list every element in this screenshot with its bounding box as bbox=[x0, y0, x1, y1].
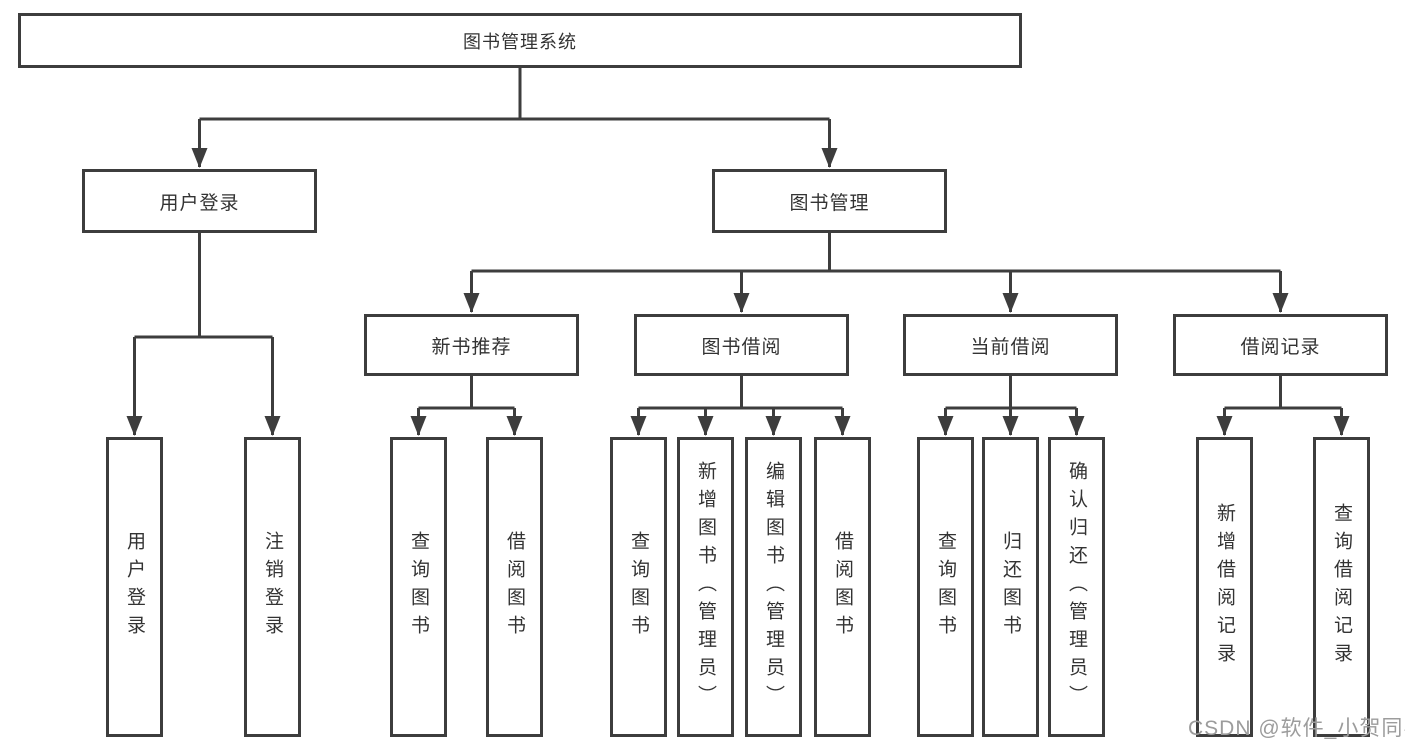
connector-new-book-recommend-to-leaves bbox=[410, 376, 523, 436]
leaf-borrow-add-books-admin: 新增图书（管理员） bbox=[677, 437, 734, 737]
leaf-logout: 注销登录 bbox=[244, 437, 301, 737]
node-user-login-label: 用户登录 bbox=[159, 192, 240, 214]
connector-current-borrowing-to-leaves bbox=[937, 376, 1085, 436]
node-new-book-recommend-label: 新书推荐 bbox=[431, 336, 512, 358]
leaf-borrow-query-books: 查询图书 bbox=[610, 437, 667, 737]
csdn-watermark: CSDN @软件_小贺同学 bbox=[1188, 717, 1405, 740]
connector-borrow-records-to-leaves bbox=[1216, 376, 1350, 436]
node-book-management-label: 图书管理 bbox=[789, 192, 870, 214]
node-borrow-records: 借阅记录 bbox=[1173, 314, 1388, 376]
leaf-newbook-query-books: 查询图书 bbox=[390, 437, 447, 737]
leaf-records-query-record: 查询借阅记录 bbox=[1313, 437, 1370, 737]
leaf-newbook-borrow-books: 借阅图书 bbox=[486, 437, 543, 737]
node-book-borrowing: 图书借阅 bbox=[634, 314, 849, 376]
connector-root-to-level2 bbox=[191, 68, 838, 168]
connector-user-login-to-leaves bbox=[126, 233, 281, 436]
connector-book-management-to-level3 bbox=[463, 233, 1289, 313]
node-library-system-label: 图书管理系统 bbox=[463, 31, 577, 52]
leaf-records-add-record: 新增借阅记录 bbox=[1196, 437, 1253, 737]
node-current-borrowing-label: 当前借阅 bbox=[970, 336, 1051, 358]
leaf-borrow-borrow-books: 借阅图书 bbox=[814, 437, 871, 737]
node-current-borrowing: 当前借阅 bbox=[903, 314, 1118, 376]
leaf-current-confirm-return-admin: 确认归还（管理员） bbox=[1048, 437, 1105, 737]
leaf-borrow-edit-books-admin: 编辑图书（管理员） bbox=[745, 437, 802, 737]
node-new-book-recommend: 新书推荐 bbox=[364, 314, 579, 376]
node-library-system: 图书管理系统 bbox=[18, 13, 1022, 68]
node-book-management: 图书管理 bbox=[712, 169, 947, 233]
leaf-current-return-books: 归还图书 bbox=[982, 437, 1039, 737]
node-book-borrowing-label: 图书借阅 bbox=[701, 336, 782, 358]
leaf-current-query-books: 查询图书 bbox=[917, 437, 974, 737]
node-user-login: 用户登录 bbox=[82, 169, 317, 233]
node-borrow-records-label: 借阅记录 bbox=[1240, 336, 1321, 358]
leaf-user-login: 用户登录 bbox=[106, 437, 163, 737]
connector-book-borrowing-to-leaves bbox=[630, 376, 851, 436]
